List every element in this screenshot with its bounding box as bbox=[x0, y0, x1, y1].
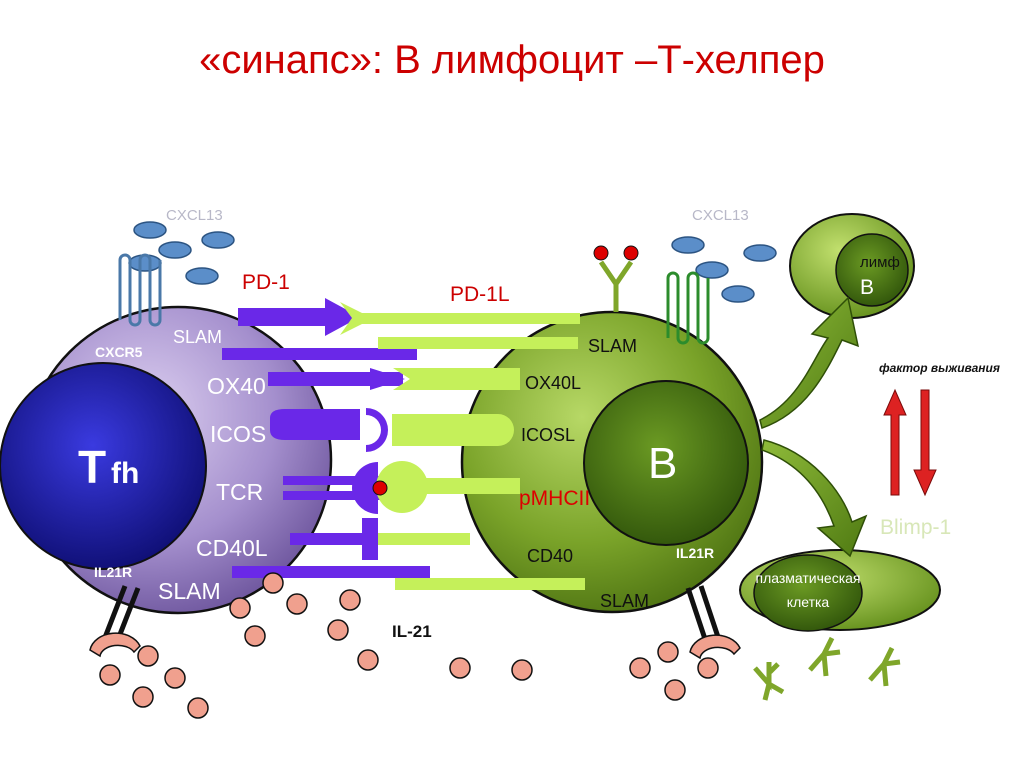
il21r-left-label: IL21R bbox=[94, 564, 132, 580]
memory-cell-label: лимф bbox=[860, 254, 900, 271]
il21r-right bbox=[688, 586, 740, 658]
cxcl13-label-left: CXCL13 bbox=[166, 207, 223, 224]
memory-b-label: B bbox=[860, 276, 874, 299]
tfh-label-sub: fh bbox=[111, 457, 139, 490]
icos-label: ICOS bbox=[210, 421, 266, 447]
cxcl13-label-right: CXCL13 bbox=[692, 207, 749, 224]
pd1l-label: PD-1L bbox=[450, 283, 510, 306]
ox40-label: OX40 bbox=[207, 373, 266, 399]
bcr-receptor bbox=[594, 246, 638, 312]
survival-factor-label: фактор выживания bbox=[879, 361, 1000, 375]
pmhcii-label: pMHCII bbox=[519, 487, 590, 510]
slam-b-bottom-label: SLAM bbox=[600, 591, 649, 611]
plasma-cell-label-2: клетка bbox=[787, 594, 830, 610]
slam-tfh-top-label: SLAM bbox=[173, 327, 222, 347]
cxcl13-molecules-left bbox=[129, 222, 234, 284]
blimp1-label: Blimp-1 bbox=[880, 516, 951, 539]
slam-tfh-bottom-label: SLAM bbox=[158, 578, 221, 604]
ox40l-label: OX40L bbox=[525, 373, 581, 393]
tcr-label: TCR bbox=[216, 479, 263, 505]
b-cell-label: B bbox=[648, 439, 677, 488]
il21r-right-label: IL21R bbox=[676, 545, 714, 561]
plasma-cell bbox=[740, 550, 940, 631]
pd1-label: PD-1 bbox=[242, 271, 290, 294]
cd40l-label: CD40L bbox=[196, 535, 268, 561]
icosl-label: ICOSL bbox=[521, 425, 575, 445]
survival-arrows bbox=[884, 390, 936, 495]
slam-b-top-label: SLAM bbox=[588, 336, 637, 356]
cxcr5-label: CXCR5 bbox=[95, 344, 143, 360]
cd40-label: CD40 bbox=[527, 546, 573, 566]
il21-label: IL-21 bbox=[392, 622, 432, 641]
plasma-cell-label-1: плазматическая bbox=[755, 570, 860, 586]
arrow-to-plasma-cell bbox=[762, 440, 866, 556]
tfh-label-main: T bbox=[78, 441, 106, 493]
b-cell bbox=[462, 312, 762, 612]
antibodies bbox=[755, 638, 900, 700]
arrow-to-memory-cell bbox=[760, 298, 858, 428]
